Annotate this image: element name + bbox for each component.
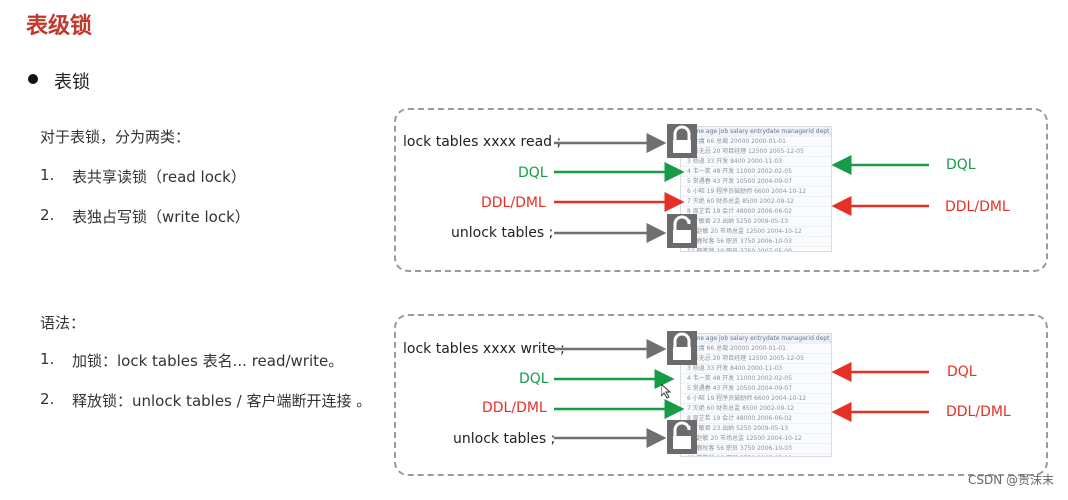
- type-1-number: 1.: [40, 166, 55, 184]
- write-lock-arrows: [554, 339, 929, 448]
- lock-read-command: lock tables xxxx read ;: [403, 134, 562, 150]
- ddl-dml-right-label: DDL/DML: [946, 404, 1011, 420]
- ddl-dml-right-label: DDL/DML: [945, 199, 1010, 215]
- lock-write-command: lock tables xxxx write ;: [403, 341, 565, 357]
- read-lock-diagram: [394, 108, 1048, 272]
- unlock-command: unlock tables ;: [453, 431, 556, 447]
- dql-left-label: DQL: [519, 371, 549, 387]
- dql-right-label: DQL: [946, 157, 976, 173]
- bullet-dot: [28, 74, 38, 84]
- watermark: CSDN @贵沫末: [967, 473, 1054, 487]
- section-heading: 表锁: [54, 72, 90, 93]
- syntax-1-text: 加锁：lock tables 表名... read/write。: [72, 352, 344, 370]
- lock-icon: [667, 331, 697, 365]
- ddl-dml-left-label: DDL/DML: [481, 195, 546, 211]
- cursor-icon: [661, 384, 671, 399]
- syntax-2-text: 释放锁：unlock tables / 客户端断开连接 。: [72, 392, 372, 410]
- syntax-2-number: 2.: [40, 390, 55, 408]
- lock-icon: [667, 124, 697, 158]
- type-1-text: 表共享读锁（read lock）: [72, 168, 246, 186]
- intro-text: 对于表锁，分为两类：: [40, 128, 191, 146]
- write-lock-diagram: [394, 314, 1048, 476]
- unlock-icon: [667, 420, 697, 454]
- dql-right-label: DQL: [947, 364, 977, 380]
- unlock-icon: [667, 214, 697, 248]
- table-thumbnail: name age job salary entrydate managerid …: [680, 126, 832, 252]
- ddl-dml-left-label: DDL/DML: [482, 400, 547, 416]
- type-2-number: 2.: [40, 206, 55, 224]
- unlock-command: unlock tables ;: [451, 225, 554, 241]
- page-title: 表级锁: [26, 14, 93, 39]
- syntax-label: 语法：: [40, 314, 86, 332]
- table-thumbnail: name age job salary entrydate managerid …: [680, 333, 832, 457]
- type-2-text: 表独占写锁（write lock）: [72, 208, 250, 226]
- syntax-1-number: 1.: [40, 350, 55, 368]
- read-lock-arrows: [554, 133, 929, 243]
- dql-left-label: DQL: [518, 165, 548, 181]
